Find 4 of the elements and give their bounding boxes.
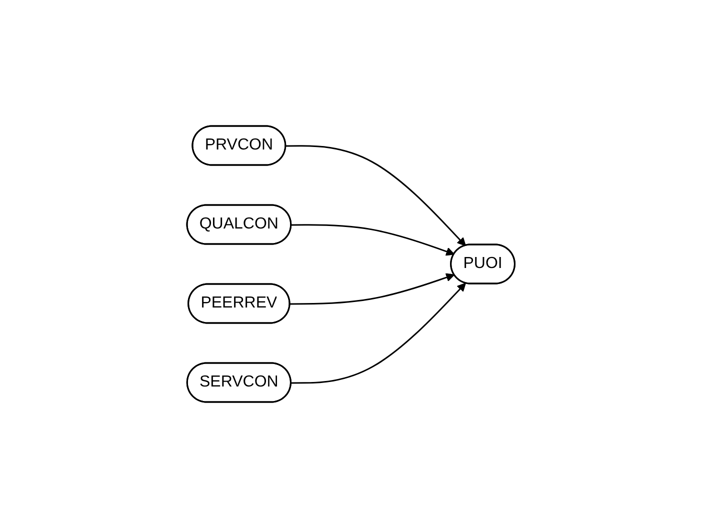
arrow <box>291 224 454 256</box>
arrow <box>286 145 466 246</box>
arrow <box>290 273 454 305</box>
arrow <box>290 282 466 384</box>
